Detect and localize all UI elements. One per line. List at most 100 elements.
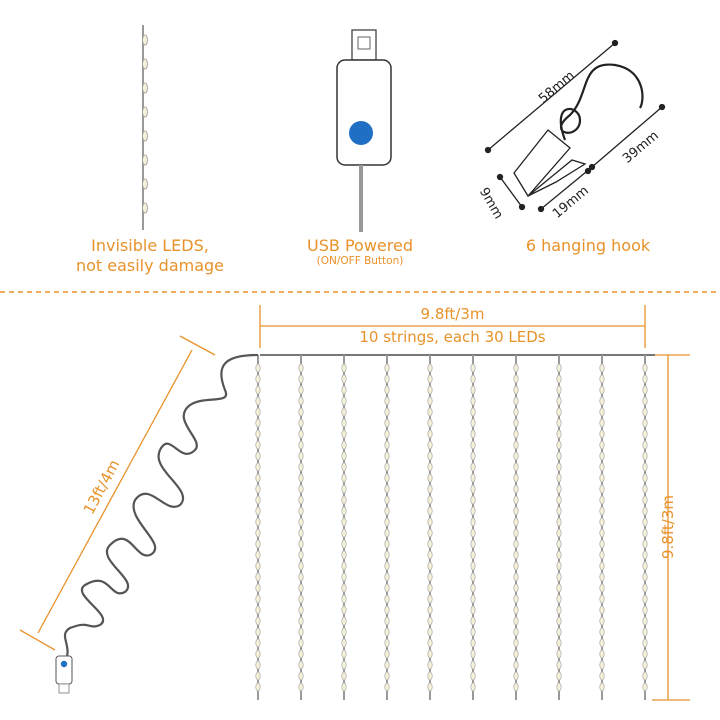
led-bulb <box>642 539 648 549</box>
led-bulb <box>298 385 304 395</box>
led-bulb <box>642 396 648 406</box>
led-bulb <box>298 572 304 582</box>
led-bulb <box>470 374 476 384</box>
led-bulb <box>341 495 347 505</box>
led-bulb <box>427 396 433 406</box>
led-bulb <box>470 660 476 670</box>
led-bulb <box>427 583 433 593</box>
led-bulb <box>556 649 562 659</box>
led-bulb <box>255 495 261 505</box>
led-bulb <box>384 528 390 538</box>
curtain-strings-label: 10 strings, each 30 LEDs <box>359 328 546 346</box>
led-bulb <box>642 484 648 494</box>
led-bulb <box>384 440 390 450</box>
led-bulb <box>255 638 261 648</box>
led-bulb <box>255 649 261 659</box>
led-bulb <box>556 572 562 582</box>
led-bulb <box>142 82 148 94</box>
led-bulb <box>513 660 519 670</box>
led-bulb <box>556 671 562 681</box>
feature-hanging-hook: 6 hanging hook <box>525 236 651 255</box>
led-bulb <box>513 506 519 516</box>
feature-usb-powered: USB Powered (ON/OFF Button) <box>260 236 460 267</box>
led-bulb <box>470 649 476 659</box>
led-bulb <box>556 583 562 593</box>
led-bulb <box>642 660 648 670</box>
led-bulb <box>255 429 261 439</box>
led-bulb <box>427 572 433 582</box>
led-bulb <box>341 649 347 659</box>
led-bulb <box>341 616 347 626</box>
feature-subtitle: (ON/OFF Button) <box>316 255 404 267</box>
led-bulb <box>642 407 648 417</box>
led-bulb <box>255 473 261 483</box>
led-bulb <box>427 374 433 384</box>
led-bulb <box>384 550 390 560</box>
led-bulb <box>513 495 519 505</box>
led-bulb <box>470 462 476 472</box>
led-bulb <box>384 638 390 648</box>
led-bulb <box>513 462 519 472</box>
small-usb-controller <box>55 655 73 694</box>
led-bulb <box>341 506 347 516</box>
led-bulb <box>255 484 261 494</box>
led-bulb <box>298 561 304 571</box>
led-bulb <box>427 682 433 692</box>
led-bulb <box>427 539 433 549</box>
led-bulb <box>642 440 648 450</box>
led-bulb <box>255 660 261 670</box>
led-bulb <box>384 671 390 681</box>
led-bulb <box>255 528 261 538</box>
led-bulb <box>642 638 648 648</box>
led-bulb <box>298 374 304 384</box>
led-bulb <box>341 682 347 692</box>
led-bulb <box>341 396 347 406</box>
led-bulb <box>513 407 519 417</box>
led-bulb <box>298 660 304 670</box>
led-bulb <box>642 451 648 461</box>
led-bulb <box>513 682 519 692</box>
led-bulb <box>427 517 433 527</box>
led-bulb <box>470 528 476 538</box>
led-bulb <box>384 660 390 670</box>
led-bulb <box>599 506 605 516</box>
led-bulb <box>341 660 347 670</box>
light-string <box>599 355 605 700</box>
led-bulb <box>341 418 347 428</box>
led-bulb <box>255 539 261 549</box>
led-bulb <box>556 605 562 615</box>
led-bulb <box>599 561 605 571</box>
led-bulb <box>556 660 562 670</box>
led-bulb <box>298 451 304 461</box>
led-bulb <box>556 506 562 516</box>
led-bulb <box>599 682 605 692</box>
led-bulb <box>255 671 261 681</box>
light-string <box>341 355 347 700</box>
led-bulb <box>470 550 476 560</box>
coiled-cable <box>63 353 259 661</box>
led-bulb <box>142 106 148 118</box>
led-bulb <box>470 473 476 483</box>
led-bulb <box>298 462 304 472</box>
led-bulb <box>556 473 562 483</box>
led-bulb <box>556 385 562 395</box>
led-bulb <box>599 550 605 560</box>
led-bulb <box>255 407 261 417</box>
led-bulb <box>642 495 648 505</box>
led-bulb <box>341 407 347 417</box>
led-bulb <box>513 363 519 373</box>
led-bulb <box>513 429 519 439</box>
led-bulb <box>470 638 476 648</box>
led-bulb <box>255 517 261 527</box>
led-bulb <box>470 363 476 373</box>
led-bulb <box>642 418 648 428</box>
led-bulb <box>298 627 304 637</box>
led-bulb <box>298 671 304 681</box>
led-bulb <box>255 418 261 428</box>
led-strand-illustration <box>142 25 148 230</box>
light-string <box>513 355 519 700</box>
led-bulb <box>341 671 347 681</box>
led-bulb <box>599 616 605 626</box>
light-string <box>427 355 433 700</box>
light-string <box>384 355 390 700</box>
